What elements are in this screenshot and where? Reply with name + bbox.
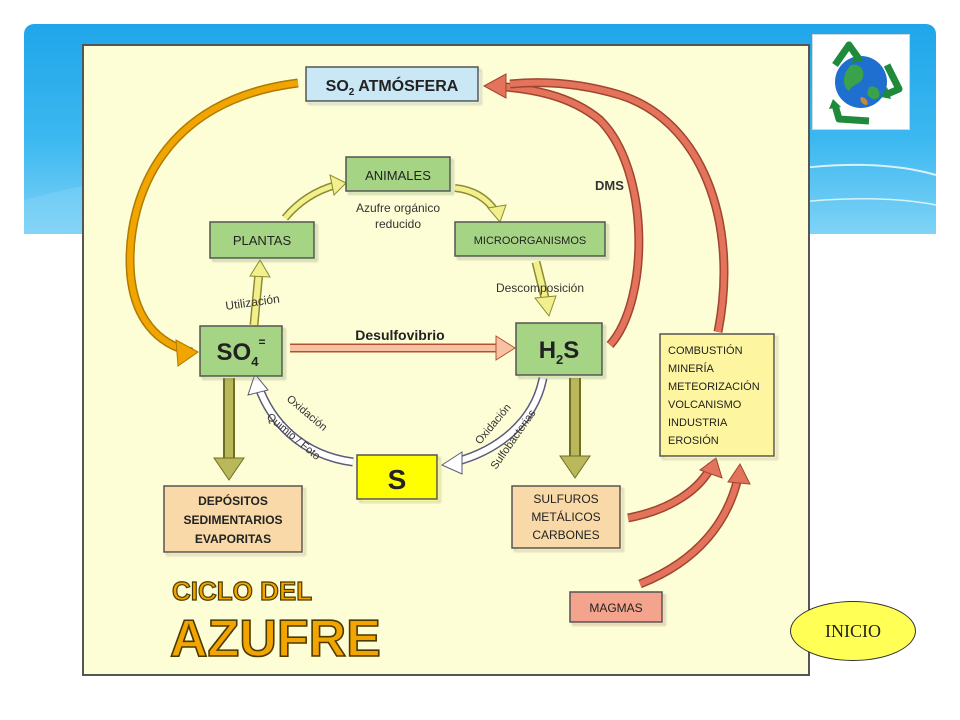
- arrow-magmas-to-sources: [638, 463, 751, 589]
- inicio-button[interactable]: INICIO: [790, 601, 916, 661]
- svg-text:SEDIMENTARIOS: SEDIMENTARIOS: [183, 513, 282, 527]
- svg-text:INDUSTRIA: INDUSTRIA: [668, 417, 728, 429]
- arrow-h2s-to-s: [440, 377, 548, 475]
- diagram-title: CICLO DEL AZUFRE: [169, 575, 381, 668]
- arrow-s-to-so4: [247, 372, 354, 467]
- svg-text:MICROORGANISMOS: MICROORGANISMOS: [474, 235, 586, 247]
- svg-text:SO2 ATMÓSFERA: SO2 ATMÓSFERA: [326, 76, 459, 98]
- node-plantas: PLANTAS: [209, 221, 315, 259]
- svg-text:PLANTAS: PLANTAS: [233, 233, 292, 248]
- svg-text:SULFUROS: SULFUROS: [533, 492, 598, 506]
- svg-text:H2S: H2S: [539, 337, 580, 367]
- arrow-so2-to-so4: [125, 78, 299, 367]
- svg-text:CICLO DEL: CICLO DEL: [172, 576, 312, 606]
- svg-text:METÁLICOS: METÁLICOS: [531, 509, 600, 524]
- label-desulfovibrio: Desulfovibrio: [355, 327, 444, 343]
- arrow-sulfuros-to-sources: [627, 457, 723, 523]
- node-s: S: [356, 454, 438, 500]
- node-so4: SO4=: [199, 325, 283, 377]
- arrow-h2s-to-so2: [482, 73, 644, 348]
- arrow-sources-to-so2: [509, 78, 729, 333]
- node-magmas: MAGMAS: [569, 591, 663, 623]
- svg-text:MINERÍA: MINERÍA: [668, 362, 715, 375]
- recycling-earth-icon: [812, 34, 910, 130]
- svg-text:EROSIÓN: EROSIÓN: [668, 434, 719, 447]
- node-animales: ANIMALES: [345, 156, 451, 192]
- node-sulfuros: SULFUROS METÁLICOS CARBONES: [511, 485, 621, 549]
- svg-text:VOLCANISMO: VOLCANISMO: [668, 399, 742, 411]
- svg-text:ANIMALES: ANIMALES: [365, 168, 431, 183]
- node-depositos: DEPÓSITOS SEDIMENTARIOS EVAPORITAS: [163, 485, 303, 553]
- arrow-so4-to-h2s: [290, 335, 516, 361]
- arrow-microorganismos-to-h2s: [531, 260, 557, 318]
- svg-text:EVAPORITAS: EVAPORITAS: [195, 532, 271, 546]
- node-microorganismos: MICROORGANISMOS: [454, 221, 606, 257]
- node-h2s: H2S: [515, 322, 603, 376]
- node-sources: COMBUSTIÓN MINERÍA METEORIZACIÓN VOLCANI…: [659, 333, 775, 457]
- arrow-plantas-to-animales: [281, 174, 347, 221]
- label-descomposicion: Descomposición: [496, 281, 584, 295]
- svg-text:SO4=: SO4=: [217, 335, 266, 369]
- arrow-so4-to-plantas: [249, 259, 271, 326]
- svg-text:DEPÓSITOS: DEPÓSITOS: [198, 493, 268, 508]
- arrow-so4-to-depositos: [213, 378, 245, 481]
- svg-text:S: S: [388, 464, 407, 495]
- svg-text:METEORIZACIÓN: METEORIZACIÓN: [668, 380, 760, 393]
- arrow-animales-to-microorganismos: [454, 184, 507, 223]
- svg-text:COMBUSTIÓN: COMBUSTIÓN: [668, 344, 743, 357]
- arrow-h2s-to-sulfuros: [559, 378, 591, 479]
- svg-text:AZUFRE: AZUFRE: [170, 610, 381, 668]
- svg-text:MAGMAS: MAGMAS: [589, 601, 642, 615]
- label-dms: DMS: [595, 178, 624, 193]
- label-azufre-organico: Azufre orgánico: [356, 201, 440, 215]
- node-so2-atmosfera: SO2 ATMÓSFERA: [305, 66, 479, 102]
- svg-text:CARBONES: CARBONES: [532, 528, 599, 542]
- label-reducido: reducido: [375, 217, 421, 231]
